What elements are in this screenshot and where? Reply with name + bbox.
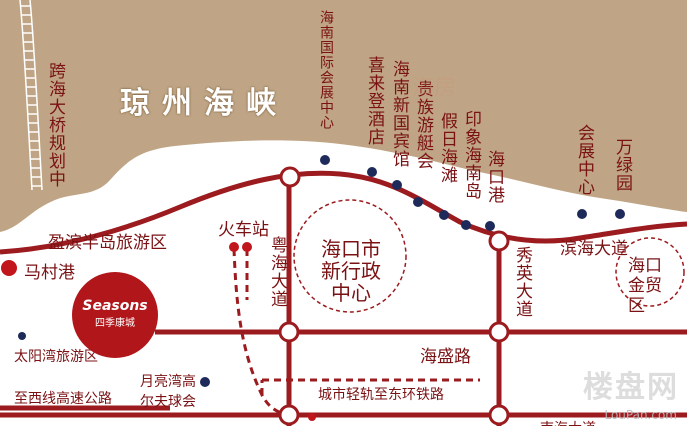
label-huizhan: 会展中心 xyxy=(574,124,594,196)
label-bridge: 跨海大桥规划中 xyxy=(45,62,65,188)
station-dot-2 xyxy=(242,242,252,252)
label-bottom-right: 南海大道 xyxy=(540,418,596,426)
station-dot-1 xyxy=(229,242,239,252)
project-logo: Seasons 四季康城 xyxy=(72,272,158,358)
label-haikou-intl: 海南国际会展中心 xyxy=(318,10,334,130)
watermark-loupan: 楼盘网 xyxy=(583,370,679,405)
label-yuehai: 粤海大道 xyxy=(267,236,287,308)
poi-dot-wanlvyuan xyxy=(615,209,625,219)
label-yinxiang: 印象海南岛 xyxy=(461,110,481,200)
label-huochezhan: 火车站 xyxy=(218,220,269,240)
poi-dot-huizhan xyxy=(320,155,330,165)
label-binhai: 滨海大道 xyxy=(560,239,628,259)
label-wanlvyuan: 万绿园 xyxy=(612,138,632,192)
poi-dot-huizhanzhongxin xyxy=(577,209,587,219)
label-haikougang: 海口港 xyxy=(484,150,504,204)
poi-dot-jiari xyxy=(439,210,449,220)
label-binguan: 海南新国宾馆 xyxy=(389,60,409,168)
intersections xyxy=(278,166,510,426)
junction-xiuying xyxy=(488,230,510,252)
poi-dot-yueliangwan xyxy=(200,377,210,387)
watermark-url: LouPan.com xyxy=(604,408,677,422)
label-haisheng: 海盛路 xyxy=(420,347,471,367)
poi-dot-haikougang xyxy=(485,221,495,231)
binhai-road xyxy=(0,170,687,255)
label-yingbin: 盈滨半岛旅游区 xyxy=(48,233,167,253)
macun-dot xyxy=(1,260,17,276)
red-dots xyxy=(1,242,316,421)
label-xixian: 至西线高速公路 xyxy=(14,391,112,407)
poi-dot-guizu xyxy=(413,197,423,207)
poi-dot-yinxiang xyxy=(461,220,471,230)
label-yueliangwan: 月亮湾高尔夫球会 xyxy=(140,374,196,410)
watermark-fang: 海房 xyxy=(412,76,457,101)
poi-dot-taiyangwan xyxy=(18,332,26,340)
junction-xiuying-south xyxy=(488,404,510,426)
poi-dots xyxy=(18,155,625,387)
label-xilaideng: 喜来登酒店 xyxy=(364,56,384,146)
junction-xiuying-mid xyxy=(488,321,510,343)
poi-dot-binguan xyxy=(392,180,402,190)
label-macungang: 马村港 xyxy=(24,263,75,283)
label-taiyangwan: 太阳湾旅游区 xyxy=(14,349,98,365)
poi-dot-xilaideng xyxy=(367,167,377,177)
junction-south xyxy=(278,404,300,426)
logo-cn: 四季康城 xyxy=(95,318,135,329)
logo-script: Seasons xyxy=(82,298,148,314)
label-guizu: 贵族游艇会 xyxy=(413,80,433,170)
trade-zone-circle xyxy=(615,237,685,307)
label-xiuying: 秀英大道 xyxy=(512,246,532,318)
qinggui-end-dot xyxy=(308,413,316,421)
label-jinmao: 海口金贸区 xyxy=(628,256,662,316)
bridge-rail xyxy=(19,0,43,191)
label-xingzheng: 海口市新行政中心 xyxy=(312,238,390,304)
sea-name: 琼州海峡 xyxy=(120,86,288,121)
junction-mid xyxy=(278,321,300,343)
junction-north xyxy=(279,166,301,188)
label-xingzheng-text: 海口市新行政中心 xyxy=(321,237,381,305)
label-qinggui: 城市轻轨至东环铁路 xyxy=(318,387,444,403)
districts xyxy=(293,199,685,313)
admin-center-circle xyxy=(293,199,407,313)
label-jiari: 假日海滩 xyxy=(437,112,457,184)
